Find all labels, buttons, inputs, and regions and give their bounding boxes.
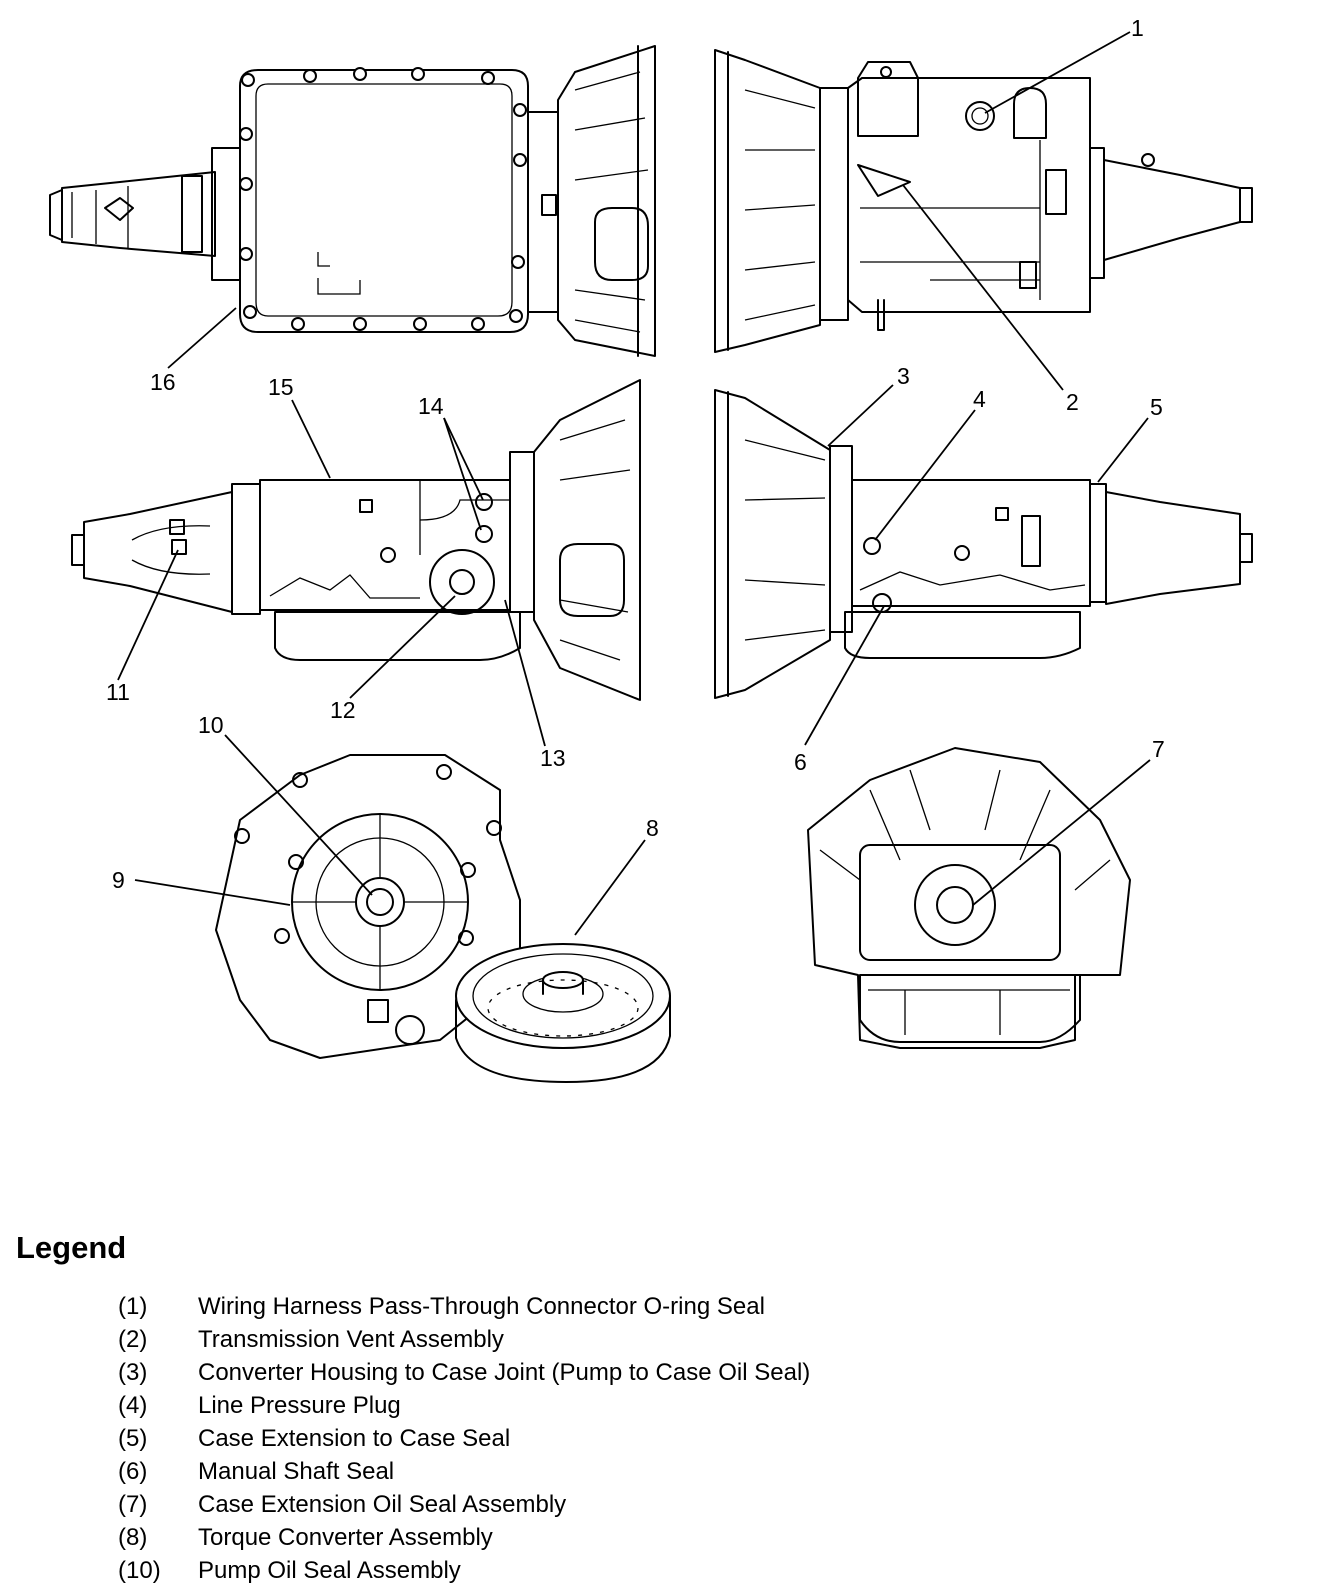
legend-item-text: Manual Shaft Seal <box>198 1458 395 1485</box>
legend-item: (7) Case Extension Oil Seal Assembly <box>118 1488 810 1521</box>
legend-item-text: Converter Housing to Case Joint (Pump to… <box>198 1359 811 1386</box>
callout-9: 9 <box>112 867 125 893</box>
callout-7: 7 <box>1152 736 1165 762</box>
legend-item: (3) Converter Housing to Case Joint (Pum… <box>118 1356 810 1389</box>
callout-8: 8 <box>646 815 659 841</box>
callout-2: 2 <box>1066 389 1079 415</box>
legend-item-text: Case Extension Oil Seal Assembly <box>198 1491 567 1518</box>
legend-item-number: (3) <box>118 1359 148 1386</box>
legend-item-number: (2) <box>118 1326 148 1353</box>
legend-item-text: Wiring Harness Pass-Through Connector O-… <box>198 1293 765 1320</box>
legend-item: (2) Transmission Vent Assembly <box>118 1323 810 1356</box>
legend-item-text: Case Extension to Case Seal <box>198 1425 511 1452</box>
torque-converter <box>455 943 671 1083</box>
legend-item-text: Torque Converter Assembly <box>198 1524 493 1551</box>
transmission-diagram: 1 2 3 4 5 6 7 8 9 10 11 12 13 14 15 16 <box>49 15 1253 1083</box>
transmission-rear-view <box>807 747 1131 1049</box>
legend-item-number: (8) <box>118 1524 148 1551</box>
legend-item: (4) Line Pressure Plug <box>118 1389 810 1422</box>
callout-6: 6 <box>794 749 807 775</box>
callout-10: 10 <box>198 712 224 738</box>
callout-13: 13 <box>540 745 566 771</box>
legend-item: (1) Wiring Harness Pass-Through Connecto… <box>118 1290 810 1323</box>
callout-12: 12 <box>330 697 356 723</box>
legend-item: (5) Case Extension to Case Seal <box>118 1422 810 1455</box>
callout-4: 4 <box>973 386 986 412</box>
legend-list: (1) Wiring Harness Pass-Through Connecto… <box>118 1290 810 1587</box>
legend-item-text: Transmission Vent Assembly <box>198 1326 504 1353</box>
legend-item-text: Pump Oil Seal Assembly <box>198 1557 461 1584</box>
legend-item-number: (10) <box>118 1557 161 1584</box>
leader-lines <box>117 31 1151 936</box>
callout-14: 14 <box>418 393 444 419</box>
legend-item-number: (6) <box>118 1458 148 1485</box>
legend-item: (8) Torque Converter Assembly <box>118 1521 810 1554</box>
callout-15: 15 <box>268 374 294 400</box>
legend-item-number: (5) <box>118 1425 148 1452</box>
transmission-bottom-view <box>49 45 656 357</box>
callout-1: 1 <box>1131 15 1144 41</box>
transmission-top-view <box>714 49 1253 353</box>
legend-item: (10) Pump Oil Seal Assembly <box>118 1554 810 1587</box>
legend-item-number: (4) <box>118 1392 148 1419</box>
callout-5: 5 <box>1150 394 1163 420</box>
legend-item-number: (1) <box>118 1293 148 1320</box>
legend-item: (6) Manual Shaft Seal <box>118 1455 810 1488</box>
callout-11: 11 <box>106 679 130 705</box>
transmission-right-side-view <box>714 389 1253 699</box>
legend-item-text: Line Pressure Plug <box>198 1392 401 1419</box>
legend-title: Legend <box>16 1230 127 1265</box>
legend-item-number: (7) <box>118 1491 148 1518</box>
transmission-front-view <box>215 754 521 1059</box>
callout-16: 16 <box>150 369 176 395</box>
callout-labels: 1 2 3 4 5 6 7 8 9 10 11 12 13 14 15 16 <box>106 15 1165 893</box>
callout-3: 3 <box>897 363 910 389</box>
transmission-left-side-view <box>71 379 641 701</box>
